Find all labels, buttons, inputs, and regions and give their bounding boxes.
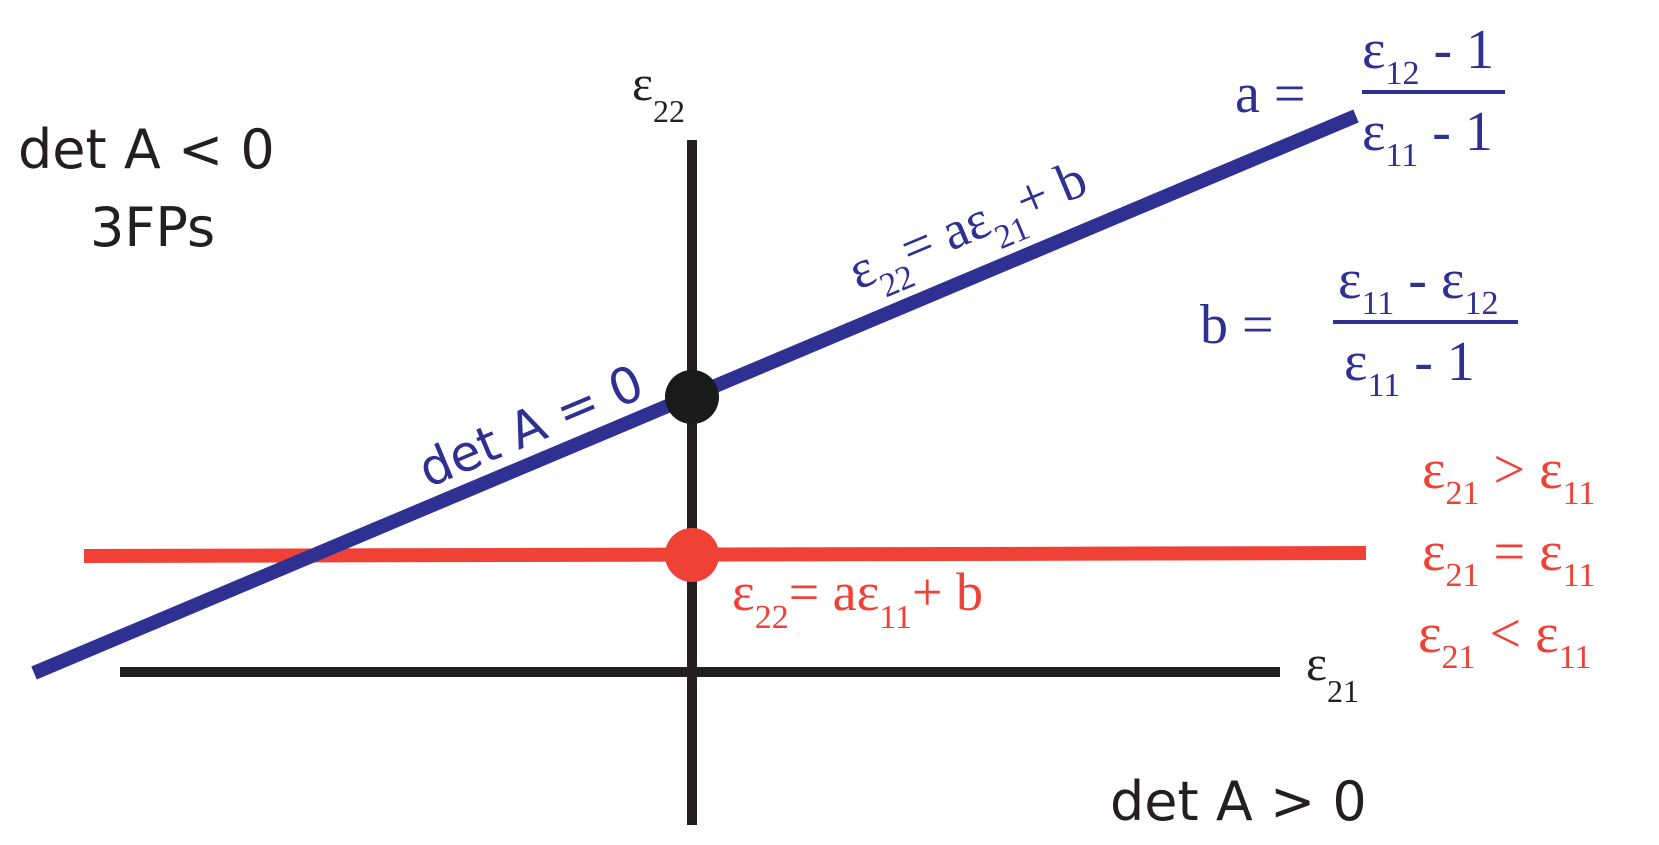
region-left-line1: det A < 0 xyxy=(18,118,275,181)
black-fixed-point xyxy=(665,370,719,424)
axis-x-label: ε21 xyxy=(1306,635,1359,709)
red-fixed-point xyxy=(665,528,719,582)
formula-b-lhs: b = xyxy=(1200,294,1274,356)
formula-a: a = ε12 - 1 ε11 - 1 xyxy=(1235,19,1505,174)
red-line-equation: ε22= aε11+ b xyxy=(732,562,983,636)
formula-a-denominator: ε11 - 1 xyxy=(1362,101,1493,174)
red-line xyxy=(83,546,1367,563)
condition-equal: ε21 = ε11 xyxy=(1422,521,1595,594)
region-left-line2: 3FPs xyxy=(90,196,215,259)
region-bottom-label: det A > 0 xyxy=(1110,770,1367,833)
axis-y-label: ε22 xyxy=(632,55,685,129)
condition-less: ε21 < ε11 xyxy=(1418,603,1591,676)
formula-b-numerator: ε11 - ε12 xyxy=(1338,249,1498,322)
formula-a-lhs: a = xyxy=(1235,63,1305,125)
formula-b: b = ε11 - ε12 ε11 - 1 xyxy=(1200,249,1518,404)
condition-greater: ε21 > ε11 xyxy=(1422,439,1595,512)
formula-a-numerator: ε12 - 1 xyxy=(1362,19,1494,92)
formula-b-denominator: ε11 - 1 xyxy=(1344,331,1475,404)
blue-line-equation: ε22= aε21+ b xyxy=(839,148,1100,314)
